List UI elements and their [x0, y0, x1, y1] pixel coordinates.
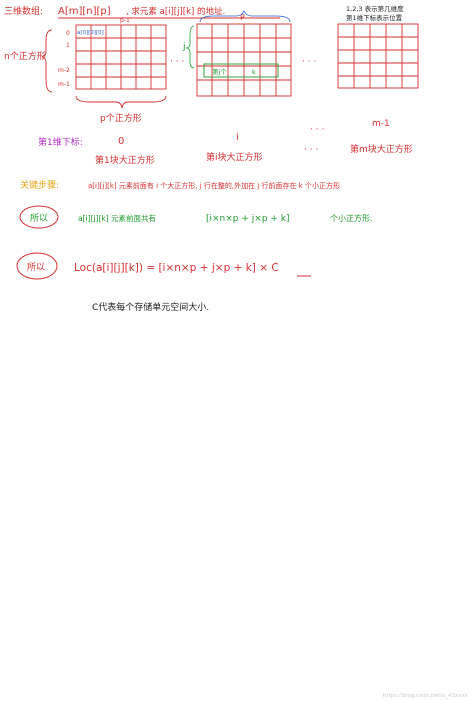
row-label-m-2: m-2	[58, 67, 70, 74]
title-task: , 求元素 a[i][j][k] 的地址.	[126, 6, 225, 17]
left-brace	[41, 29, 53, 93]
therefore1-expr: [i×n×p + j×p + k]	[206, 214, 290, 224]
therefore2-circle	[16, 252, 58, 280]
block-i: 第i块大正方形	[206, 151, 263, 163]
middle-highlight	[203, 63, 279, 78]
first-dim-dots: · · ·	[310, 125, 324, 135]
middle-inner-label: 第j个	[212, 67, 227, 76]
row-label-0: 0	[66, 30, 70, 37]
therefore1-text-pre: a[i][j][k] 元素前面共有	[78, 213, 157, 223]
note-text: C代表每个存储单元空间大小.	[92, 301, 209, 313]
left-label: n个正方形	[4, 50, 46, 62]
bottom-label: p个正方形	[100, 112, 142, 124]
first-dim-label: 第1维下标:	[38, 136, 83, 148]
first-dim-index-m-1: m-1	[372, 119, 390, 129]
col-label: p-1	[120, 17, 130, 24]
middle-side-label: j	[182, 42, 186, 52]
right-grid	[337, 23, 419, 89]
block-dots: · · ·	[304, 145, 318, 155]
right-note-line2: 第1维下标表示位置	[346, 13, 403, 22]
row-label-m-1: m-1	[58, 81, 70, 88]
middle-side-brace	[185, 25, 195, 69]
row-label-1: 1	[66, 42, 70, 49]
dots-2: · · ·	[302, 57, 316, 67]
block-m: 第m块大正方形	[350, 143, 413, 155]
block-1: 第1块大正方形	[95, 154, 155, 166]
first-dim-index-i: i	[236, 132, 239, 143]
left-grid	[75, 24, 167, 90]
therefore1-text-post: 个小正方形.	[330, 213, 373, 223]
key-step-label: 关键步骤:	[20, 179, 59, 191]
first-cells-label: a[0][0][0]	[77, 30, 104, 36]
therefore2-label: 所以	[27, 262, 45, 273]
dots-1: · · ·	[170, 57, 184, 67]
right-note-line1: 1,2,3 表示第几维度	[346, 4, 404, 13]
therefore2-formula: Loc(a[i][j][k]) = [i×n×p + j×p + k] × C	[74, 262, 279, 274]
key-step-text: a[i][j][k] 元素前面有 i 个大正方形, j 行在整的,外加在 j 行…	[88, 181, 340, 190]
middle-top-label: P	[240, 13, 245, 22]
middle-top-brace	[199, 9, 291, 23]
watermark: https://blog.csdn.net/u_43xxxx	[383, 693, 469, 699]
first-dim-index-0: 0	[118, 136, 124, 147]
bottom-brace	[75, 95, 167, 109]
therefore1-circle	[19, 205, 59, 229]
middle-cell-label: k	[252, 68, 256, 76]
title-formula: A[m][n][p]	[58, 6, 111, 17]
therefore1-label: 所以	[30, 213, 48, 224]
title-label: 三维数组:	[4, 5, 43, 17]
middle-grid	[196, 23, 292, 97]
